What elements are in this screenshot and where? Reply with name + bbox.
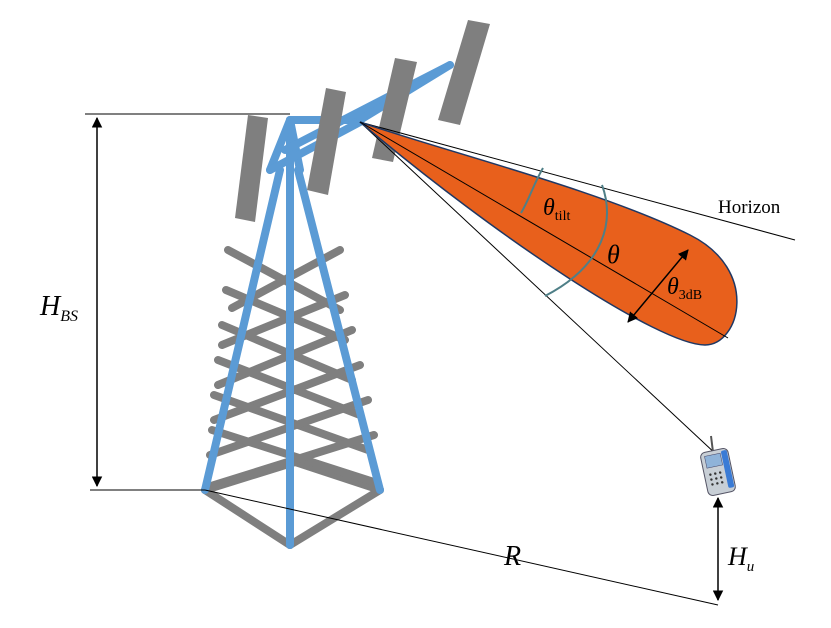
theta-label: θ (607, 240, 620, 269)
ground-distance-label: R (503, 541, 521, 572)
horizon-line (359, 121, 796, 241)
horizon-label: Horizon (718, 197, 781, 218)
ground-distance-line (204, 489, 719, 606)
angle-arcs (520, 167, 608, 297)
antenna-panel-1 (235, 115, 268, 222)
base-station-height-dimension (85, 113, 290, 491)
user-direction-line (359, 121, 719, 457)
tilt-arc (520, 167, 544, 214)
theta-arc (544, 184, 608, 297)
phone-icon (700, 435, 736, 496)
antenna-panels (235, 20, 490, 222)
beamwidth-label: θ3dB (667, 274, 702, 303)
user-height-label: Hu (727, 542, 754, 575)
tilt-angle-label: θtilt (543, 195, 570, 224)
antenna-panel-4 (438, 20, 490, 125)
base-station-height-label: HBS (39, 291, 78, 325)
beamwidth-arrow (627, 249, 689, 323)
antenna-panel-2 (307, 88, 346, 195)
